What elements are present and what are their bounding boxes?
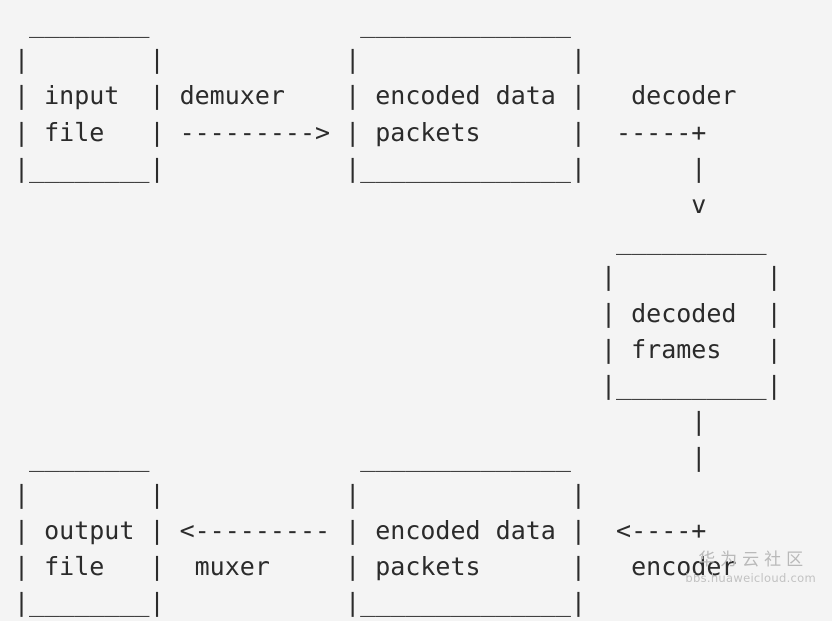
ascii-pipeline-diagram: ________ ______________ | | | | | input … — [14, 9, 782, 618]
